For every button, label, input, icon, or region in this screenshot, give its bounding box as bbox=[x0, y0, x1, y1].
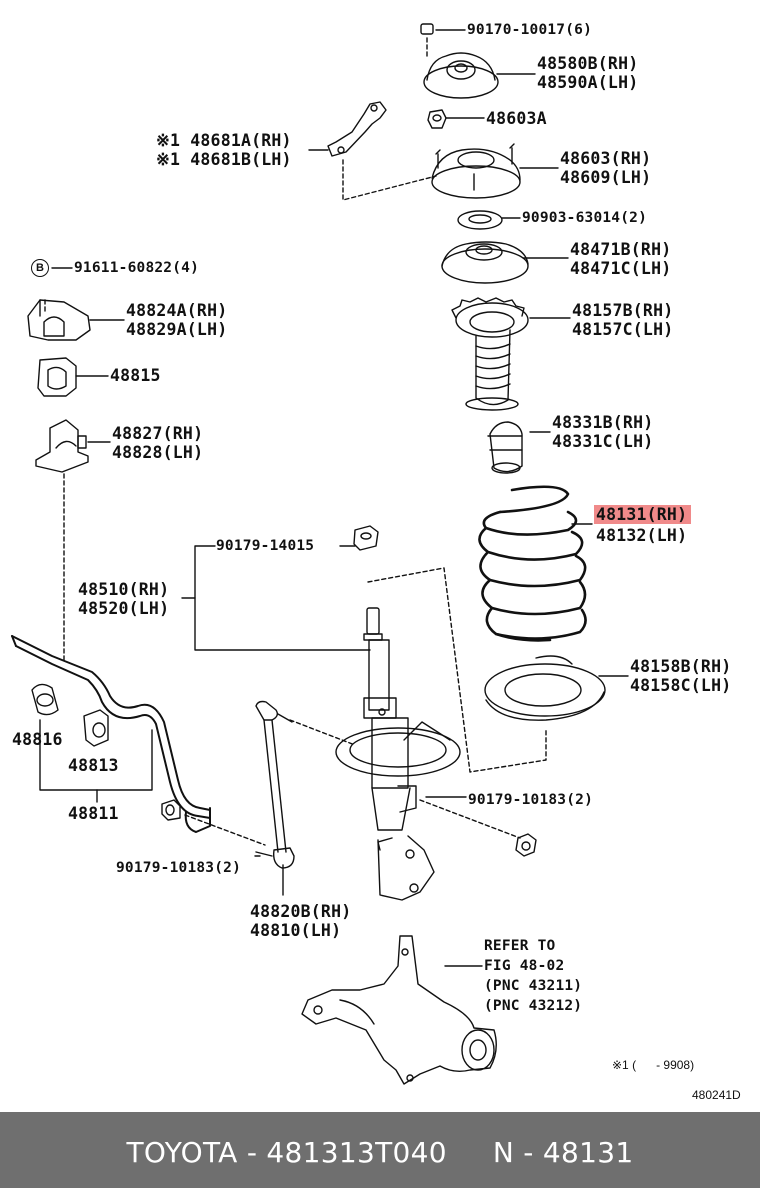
label-91611-60822: 91611-60822(4) bbox=[74, 260, 200, 276]
label-48603: 48603(RH) 48609(LH) bbox=[560, 149, 652, 187]
insulator-48158-part bbox=[484, 655, 606, 721]
bracket-48824-part bbox=[27, 299, 91, 341]
stabilizer-bar-48811-part bbox=[11, 635, 211, 833]
support-48603-part bbox=[431, 143, 521, 199]
stabilizer-link-48820-part bbox=[255, 700, 295, 869]
bump-stop-48331-part bbox=[487, 421, 523, 474]
bracket-48681-part bbox=[327, 101, 387, 157]
label-48811: 48811 bbox=[68, 804, 119, 823]
top-nut-part bbox=[420, 23, 434, 35]
bushing-48815-part bbox=[37, 357, 77, 397]
bearing-90903-part bbox=[457, 210, 503, 230]
label-90179-10183-left: 90179-10183(2) bbox=[116, 860, 242, 876]
footer-part-number: TOYOTA - 481313T040 N - 48131 bbox=[126, 1136, 634, 1169]
dashed-lines bbox=[44, 37, 547, 846]
coil-spring-48131-part bbox=[478, 485, 587, 642]
bushing-48816-part bbox=[31, 683, 59, 716]
leader-lines bbox=[39, 29, 629, 967]
label-48820b: 48820B(RH) 48810(LH) bbox=[250, 902, 352, 940]
seat-48471-part bbox=[441, 241, 529, 284]
link-nut-left-part bbox=[161, 799, 181, 821]
label-48331: 48331B(RH) 48331C(LH) bbox=[552, 413, 654, 451]
label-48471: 48471B(RH) 48471C(LH) bbox=[570, 240, 672, 278]
label-48824: 48824A(RH) 48829A(LH) bbox=[126, 301, 228, 339]
label-90179-14015: 90179-14015 bbox=[216, 538, 315, 554]
steering-knuckle-part bbox=[301, 935, 497, 1085]
label-48603a: 48603A bbox=[486, 109, 547, 128]
footnote: ※1 ( - 9908) bbox=[612, 1058, 695, 1072]
footer-bar: TOYOTA - 481313T040 N - 48131 bbox=[0, 1112, 760, 1188]
strut-nut-part bbox=[353, 525, 379, 551]
label-48157: 48157B(RH) 48157C(LH) bbox=[572, 301, 674, 339]
label-48681: ※1 48681A(RH) ※1 48681B(LH) bbox=[156, 131, 292, 169]
label-48816: 48816 bbox=[12, 730, 63, 749]
link-nut-right-part bbox=[515, 833, 537, 857]
bolt-b-badge: B bbox=[31, 259, 49, 277]
label-48827: 48827(RH) 48828(LH) bbox=[112, 424, 204, 462]
upper-mount-part bbox=[423, 52, 499, 99]
figure-id: 480241D bbox=[692, 1088, 741, 1102]
label-90903-63014: 90903-63014(2) bbox=[522, 210, 648, 226]
label-48815: 48815 bbox=[110, 366, 161, 385]
parts-diagram bbox=[11, 23, 629, 1085]
label-48813: 48813 bbox=[68, 756, 119, 775]
label-48510: 48510(RH) 48520(LH) bbox=[78, 580, 170, 618]
bracket-48827-part bbox=[35, 419, 89, 473]
label-90170-10017: 90170-10017(6) bbox=[467, 22, 593, 38]
label-48158: 48158B(RH) 48158C(LH) bbox=[630, 657, 732, 695]
label-48131-highlighted[interactable]: 48131(RH) bbox=[594, 505, 692, 524]
label-48132: 48132(LH) bbox=[596, 526, 688, 545]
boot-48157-part bbox=[451, 297, 529, 411]
nut-48603a-part bbox=[427, 109, 447, 129]
refer-to-note: REFER TO FIG 48-02 (PNC 43211) (PNC 4321… bbox=[484, 938, 583, 1014]
shock-absorber-48510-part bbox=[335, 607, 461, 901]
label-48580b: 48580B(RH) 48590A(LH) bbox=[537, 54, 639, 92]
bushing-48813-part bbox=[83, 709, 109, 747]
label-90179-10183-right: 90179-10183(2) bbox=[468, 792, 594, 808]
